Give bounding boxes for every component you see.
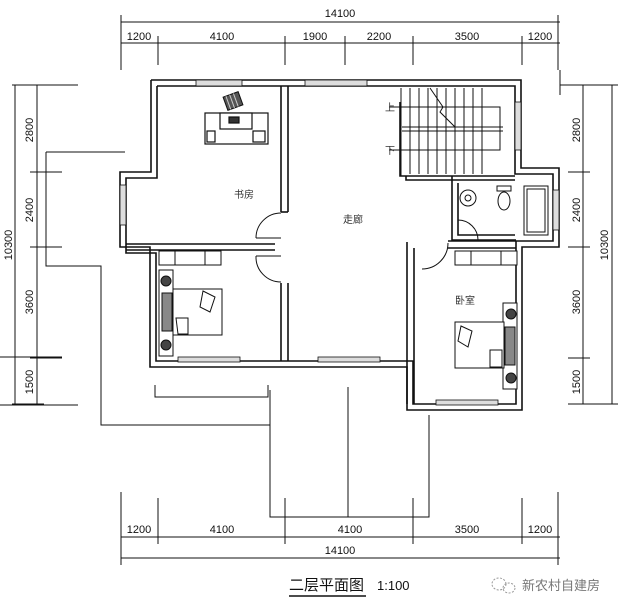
toilet-tank-icon: [496, 185, 512, 192]
top-dimension-lines: [120, 15, 560, 70]
left-dim-1: 2800: [24, 118, 36, 142]
bottom-dim-4: 3500: [455, 524, 479, 536]
bottom-dim-3: 4100: [338, 524, 362, 536]
top-dim-4: 2200: [367, 31, 391, 43]
drawing-title: 二层平面图: [289, 576, 364, 594]
top-total-dim: 14100: [325, 8, 356, 20]
study-desk-icon: [204, 112, 269, 145]
wechat-logo-icon: [491, 577, 516, 594]
right-dim-1: 2800: [571, 118, 583, 142]
stair-up-label: 上: [385, 102, 395, 114]
left-dim-2: 2400: [24, 198, 36, 222]
bottom-dim-2: 4100: [210, 524, 234, 536]
room-label-study: 书房: [234, 188, 254, 201]
wardrobe-icon: [158, 250, 222, 266]
left-dim-3: 3600: [24, 290, 36, 314]
bottom-dim-5: 1200: [528, 524, 552, 536]
right-dim-4: 1500: [571, 370, 583, 394]
bed-right-icon: [454, 250, 518, 390]
left-dim-4: 1500: [24, 370, 36, 394]
bottom-dimension-lines: [120, 492, 560, 565]
right-dim-2: 2400: [571, 198, 583, 222]
top-dim-5: 3500: [455, 31, 479, 43]
right-dimension-lines: [559, 70, 618, 405]
right-total-dim: 10300: [599, 230, 611, 261]
room-label-bedroom: 卧室: [455, 294, 475, 307]
terrace-outline: [0, 151, 430, 518]
stair-down-label: 下: [385, 146, 395, 157]
top-dim-2: 4100: [210, 31, 234, 43]
left-dimension-lines: [12, 84, 78, 405]
doors: [255, 212, 479, 283]
bathroom-fixtures: [459, 185, 549, 236]
watermark-text: 新农村自建房: [522, 578, 600, 594]
right-dim-3: 3600: [571, 290, 583, 314]
windows: [119, 79, 560, 406]
bottom-total-dim: 14100: [325, 545, 356, 557]
toilet-bowl-icon: [497, 191, 511, 211]
top-dim-3: 1900: [303, 31, 327, 43]
top-dim-1: 1200: [127, 31, 151, 43]
room-label-corridor: 走廊: [343, 213, 363, 226]
staircase: [389, 87, 503, 176]
wardrobe-icon: [454, 250, 518, 266]
top-dim-6: 1200: [528, 31, 552, 43]
drawing-scale: 1:100: [377, 578, 410, 593]
office-chair-icon: [222, 91, 244, 111]
bottom-dim-1: 1200: [127, 524, 151, 536]
bed-left-icon: [158, 250, 223, 357]
left-total-dim: 10300: [3, 230, 15, 261]
